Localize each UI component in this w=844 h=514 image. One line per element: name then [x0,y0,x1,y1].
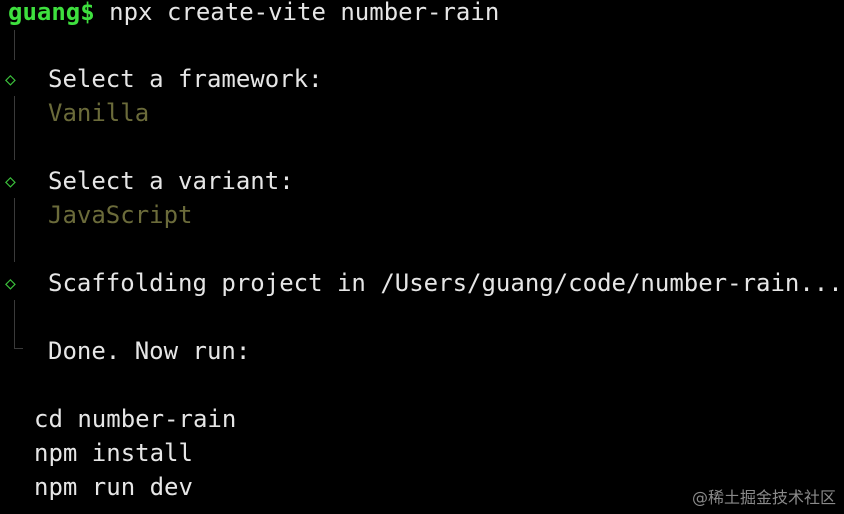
watermark: @稀土掘金技术社区 [691,488,836,507]
next-command: npm run dev [34,473,193,501]
diamond-icon: ◇ [5,171,16,192]
diamond-icon: ◇ [5,69,16,90]
gutter-line [14,300,15,336]
gutter-line [14,96,15,160]
diamond-icon: ◇ [5,273,16,294]
step-question: Select a framework: [48,65,323,93]
gutter-line [14,30,15,60]
next-command: npm install [34,439,193,467]
step-question: Select a variant: [48,167,294,195]
done-label: Done. Now run: [48,337,251,365]
prompt-user: guang$ [8,0,95,26]
gutter-line [14,198,15,262]
prompt-command: npx create-vite number-rain [94,0,500,26]
corner-connector-icon [14,336,23,349]
step-answer: JavaScript [48,201,193,229]
prompt-line: guang$ npx create-vite number-rain [8,0,499,29]
step-answer: Vanilla [48,99,150,127]
next-command: cd number-rain [34,405,237,433]
step-status: Scaffolding project in /Users/guang/code… [48,269,843,297]
